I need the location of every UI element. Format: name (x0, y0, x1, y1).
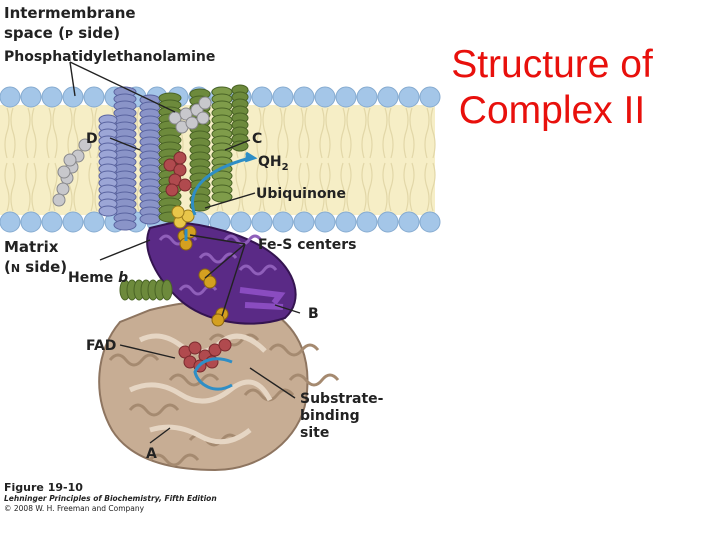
label-subunit-d: D (86, 131, 98, 147)
headgroup (378, 87, 398, 107)
headgroup (315, 87, 335, 107)
helix-turn (162, 280, 172, 300)
caption-copyright: © 2008 W. H. Freeman and Company (4, 504, 145, 513)
headgroup (63, 87, 83, 107)
headgroup (336, 212, 356, 232)
heme-atom (179, 179, 191, 191)
slide-title-line-2: Complex II (434, 88, 670, 134)
caption-book: Lehninger Principles of Biochemistry, Fi… (4, 494, 217, 503)
headgroup (42, 87, 62, 107)
pe-sphere (197, 112, 209, 124)
headgroup (21, 87, 41, 107)
label-fad: FAD (86, 338, 116, 354)
pe-sphere (186, 117, 198, 129)
label-fe-s-centers: Fe-S centers (258, 237, 356, 253)
fad-atom (219, 339, 231, 351)
label-n-side: (N side) (4, 258, 67, 276)
headgroup (0, 212, 20, 232)
pe-sphere (53, 194, 65, 206)
heme-atom (174, 152, 186, 164)
headgroup (231, 212, 251, 232)
headgroup (63, 212, 83, 232)
helix-turn (99, 206, 117, 216)
headgroup (420, 212, 440, 232)
helix-turn (114, 220, 136, 230)
label-phosphatidylethanolamine: Phosphatidylethanolamine (4, 49, 215, 65)
label-ubiquinone: Ubiquinone (256, 186, 346, 202)
headgroup (21, 212, 41, 232)
label-heme-b: Heme b (68, 270, 128, 286)
label-matrix: Matrix (4, 238, 59, 256)
heme-atom (166, 184, 178, 196)
slide-title: Structure of Complex II (434, 42, 670, 134)
headgroup (315, 212, 335, 232)
headgroup (357, 212, 377, 232)
headgroup (42, 212, 62, 232)
label-subunit-c: C (252, 131, 262, 147)
helix-d-2 (140, 95, 160, 224)
helix-d-3 (99, 115, 117, 216)
label-substrate-1: Substrate- (300, 391, 384, 407)
label-subunit-a: A (146, 446, 157, 462)
helix-c-3 (212, 87, 232, 202)
svg-text:Intermembrane: Intermembrane (4, 4, 136, 22)
headgroup (252, 87, 272, 107)
pe-sphere (64, 154, 76, 166)
label-p-side: space (P side) (4, 24, 120, 42)
helix-d-1 (114, 87, 136, 230)
headgroup (399, 212, 419, 232)
headgroup (84, 212, 104, 232)
headgroup (378, 212, 398, 232)
label-intermembrane: Intermembrane (4, 4, 136, 22)
slide-title-line-1: Structure of (434, 42, 670, 88)
headgroup (357, 87, 377, 107)
label-substrate-3: site (300, 425, 329, 441)
headgroup (336, 87, 356, 107)
headgroup (0, 87, 20, 107)
headgroup (84, 87, 104, 107)
helix-turn (140, 214, 160, 224)
headgroup (399, 87, 419, 107)
pe-sphere (199, 97, 211, 109)
fad-atom (189, 342, 201, 354)
headgroup (252, 212, 272, 232)
headgroup (273, 87, 293, 107)
ubiquinone-atom (172, 206, 184, 218)
label-substrate-2: binding (300, 408, 360, 424)
label-subunit-b: B (308, 306, 319, 322)
headgroup (294, 212, 314, 232)
pe-sphere (57, 183, 69, 195)
headgroup (273, 212, 293, 232)
pe-sphere (58, 166, 70, 178)
headgroup (294, 87, 314, 107)
caption-figure-number: Figure 19-10 (4, 481, 83, 494)
